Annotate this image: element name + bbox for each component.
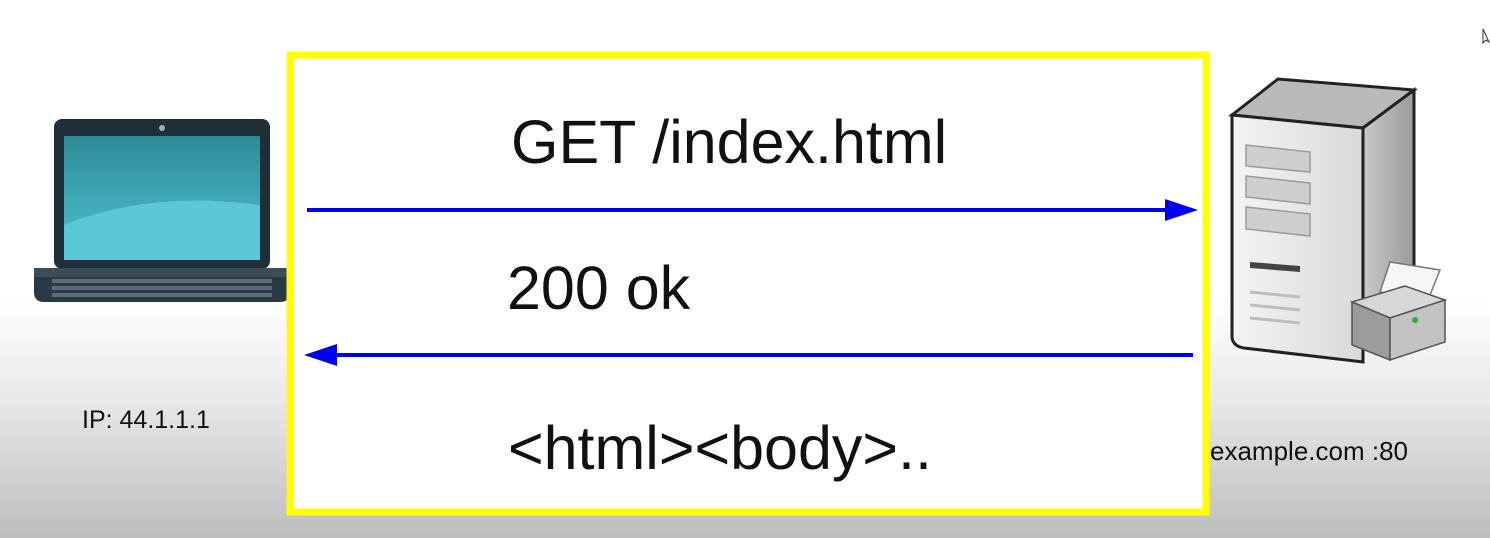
laptop-icon [34, 119, 290, 302]
response-status: 200 ok [507, 254, 691, 322]
server-tower-icon [1228, 77, 1448, 364]
response-body: <html><body>.. [508, 414, 932, 482]
mouse-cursor-icon [1482, 28, 1490, 45]
request-arrow [307, 199, 1198, 221]
server-host-label: example.com :80 [1210, 436, 1408, 466]
request-line: GET /index.html [511, 108, 947, 176]
response-arrow [304, 344, 1193, 366]
client-ip-label: IP: 44.1.1.1 [82, 406, 210, 434]
exchange-frame [286, 51, 1210, 516]
